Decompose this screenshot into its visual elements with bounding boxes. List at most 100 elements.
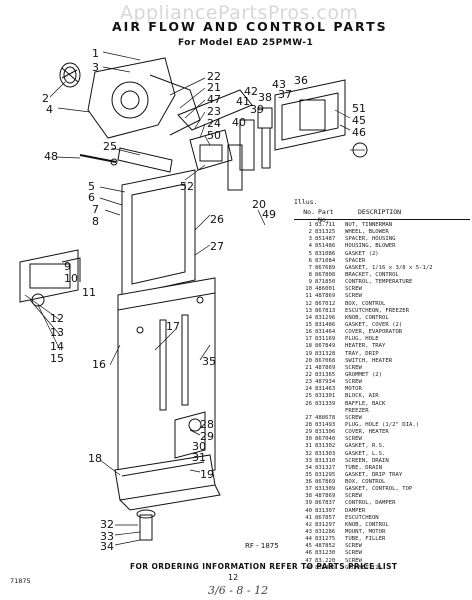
callout-11: 11 (82, 286, 96, 299)
blower-wheel-drawing (59, 62, 81, 88)
callout-49: 35 (202, 355, 216, 368)
row-illus-number: 7 (308, 264, 312, 271)
row-part-number: 867012 (315, 300, 336, 307)
callout-20: 20 (252, 198, 266, 211)
callout-52: 52 (180, 180, 194, 193)
row-description: GASKET, CONTROL, TOP (345, 486, 413, 493)
row-part-number: 867040 (315, 436, 336, 443)
row-description: GASKET, R.S. (345, 443, 386, 450)
row-illus-number: 6 (308, 257, 312, 264)
row-illus-number: 2 (308, 229, 312, 236)
row-illus-number: 40 (305, 507, 312, 514)
row-part-number: 83.711 (315, 222, 336, 228)
row-illus-number: 28 (305, 421, 312, 428)
callout-18: 18 (88, 452, 102, 465)
callout-23: 23 (207, 105, 221, 118)
row-description: SCREW (345, 379, 362, 386)
row-part-number: 831275 (315, 536, 336, 543)
callout-7: 7 (92, 203, 99, 216)
row-part-number: 487869 (315, 293, 336, 300)
row-part-number: 851486 (315, 243, 336, 250)
row-part-number: 831296 (315, 314, 336, 321)
callout-8: 8 (92, 215, 99, 228)
row-description: SCREW (345, 550, 362, 557)
callout-14: 14 (50, 340, 64, 353)
row-illus-number: 42 (305, 521, 312, 528)
drain-tube-drawing (136, 509, 156, 541)
row-part-number: 487869 (315, 364, 336, 371)
row-illus-number: 20 (305, 357, 312, 364)
row-description: SCREW (345, 414, 362, 421)
row-illus-number: 22 (305, 371, 312, 378)
callout-21: 21 (207, 81, 221, 94)
evaporator-cover-drawing (117, 277, 216, 489)
row-illus-number: 24 (305, 386, 312, 393)
header-description: DESCRIPTION (358, 208, 402, 216)
table-header: No. Part No. DESCRIPTION (294, 208, 470, 224)
row-part-number: 831301 (315, 393, 336, 400)
callout-3: 3 (92, 61, 99, 74)
row-description: SCREW (345, 286, 362, 293)
row-description: GROMMET (2) (345, 371, 383, 378)
callout-45: 45 (352, 114, 366, 127)
row-illus-number: 19 (305, 350, 312, 357)
row-illus-number: 21 (305, 364, 312, 371)
motor-mount-drawing (177, 89, 253, 171)
callout-27: 27 (210, 240, 224, 253)
filler-tube-drawing (79, 154, 118, 166)
row-description: BAFFLE, BACK (345, 400, 386, 407)
callout-36: 36 (294, 74, 308, 87)
row-part-number: 488678 (315, 414, 336, 421)
row-part-number: 831493 (315, 421, 336, 428)
callout-42: 41 (236, 95, 250, 108)
row-part-number: 83.220 (315, 557, 336, 564)
callout-12: 12 (50, 312, 64, 325)
callout-48: 48 (44, 150, 58, 163)
row-illus-number: 11 (305, 293, 312, 300)
blower-housing-drawing (87, 57, 201, 139)
row-part-number: 867808 (315, 271, 336, 278)
callout-47: 47 (207, 93, 221, 106)
row-description: CONTROL, DAMPER (345, 500, 396, 507)
callout-2: 2 (42, 92, 49, 105)
callout-34: 33 (100, 530, 114, 543)
row-description: KNOB, CONTROL (345, 521, 389, 528)
row-description: SCREW (345, 364, 362, 371)
row-illus-number: 34 (305, 464, 312, 471)
row-description: SCREW (345, 493, 362, 500)
row-part-number: 831327 (315, 464, 336, 471)
row-illus-number: 18 (305, 343, 312, 350)
callout-labels: 1 3 2 4 22 21 47 23 24 50 52 25 48 40 39… (42, 47, 366, 553)
row-part-number: 487869 (315, 493, 336, 500)
row-part-number: 831463 (315, 386, 336, 393)
callout-19: 19 (200, 468, 214, 481)
row-illus-number: 17 (305, 336, 312, 343)
row-part-number: 831465 (315, 564, 336, 571)
callout-30: 29 (200, 430, 214, 443)
row-illus-number: 37 (305, 486, 312, 493)
row-illus-number: 35 (305, 471, 312, 478)
row-description: ESCUTCHEON, FREEZER (345, 307, 409, 314)
callout-28: 28 (200, 418, 214, 431)
callout-26: 26 (210, 213, 224, 226)
row-part-number: 831328 (315, 350, 336, 357)
callout-6: 6 (88, 191, 95, 204)
